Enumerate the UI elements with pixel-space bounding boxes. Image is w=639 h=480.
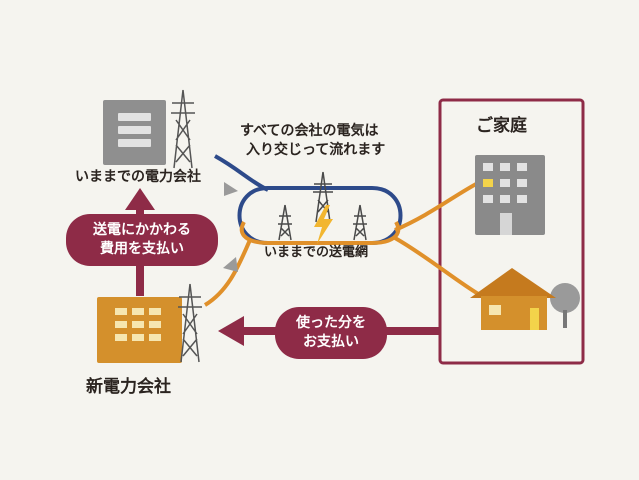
fee-pill-line1: 送電にかかわる bbox=[93, 222, 191, 238]
house-icon bbox=[470, 268, 580, 330]
new-company-building-icon bbox=[97, 297, 182, 363]
household-panel-frame bbox=[438, 98, 585, 365]
household-title: ご家庭 bbox=[476, 116, 527, 136]
old-company-label: いままでの電力会社 bbox=[75, 169, 201, 185]
grid-note-line1: すべての会社の電気は bbox=[240, 123, 379, 139]
old-company-tower-icon bbox=[171, 89, 195, 169]
fee-payment-pill bbox=[66, 214, 218, 266]
old-company-building-icon bbox=[103, 100, 166, 165]
usage-payment-pill bbox=[275, 307, 387, 359]
pay-pill-line2: お支払い bbox=[303, 334, 359, 350]
new-company-tower-icon bbox=[178, 283, 202, 363]
apartment-building-icon bbox=[475, 155, 545, 235]
old-company-line bbox=[214, 154, 269, 192]
new-company-label: 新電力会社 bbox=[86, 377, 171, 397]
flow-arrow-new bbox=[223, 257, 238, 272]
left-arrow-head bbox=[218, 316, 244, 346]
lightning-icon bbox=[314, 205, 333, 244]
flow-arrow-old bbox=[224, 182, 238, 196]
new-company-line bbox=[203, 239, 252, 307]
fee-pill-line2: 費用を支払い bbox=[100, 241, 184, 257]
fee-pill-text: 送電にかかわる 費用を支払い bbox=[66, 221, 218, 259]
apartment-line bbox=[394, 181, 479, 232]
house-line bbox=[394, 236, 482, 297]
grid-note-line2: 入り交じって流れます bbox=[246, 142, 386, 158]
grid-tower-icon bbox=[278, 171, 367, 241]
pay-pill-line1: 使った分を bbox=[296, 315, 366, 331]
grid-label: いままでの送電網 bbox=[264, 245, 369, 260]
up-arrow bbox=[125, 188, 155, 296]
pay-pill-text: 使った分を お支払い bbox=[275, 314, 387, 352]
